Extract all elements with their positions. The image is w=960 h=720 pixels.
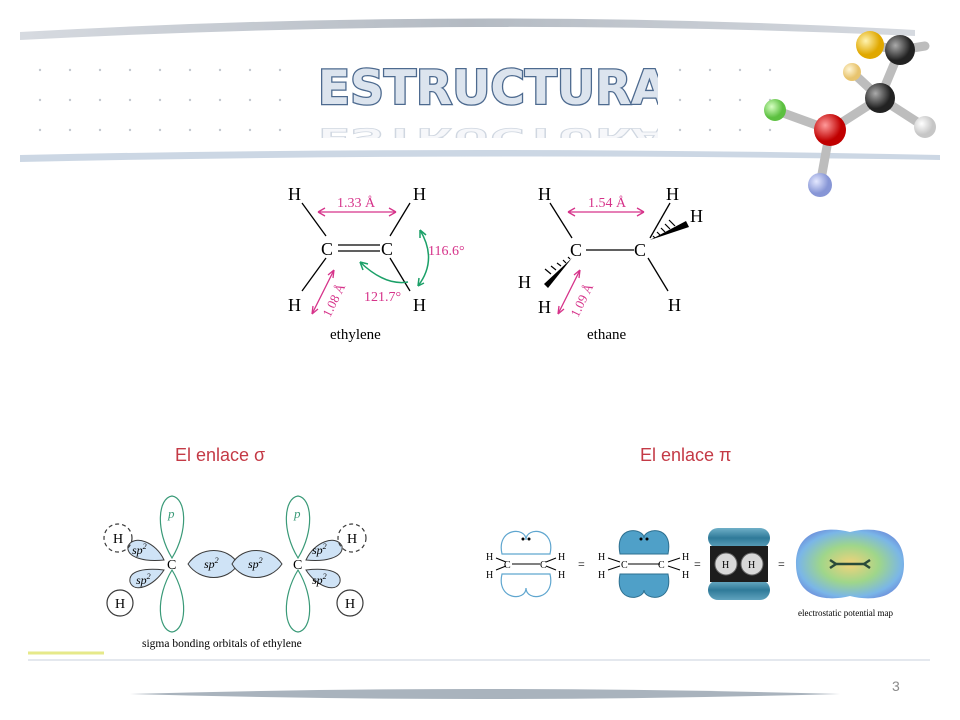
svg-text:sp2: sp2	[136, 572, 151, 587]
svg-text:H: H	[666, 184, 679, 204]
svg-text:H: H	[486, 552, 493, 563]
svg-text:H: H	[558, 570, 565, 581]
svg-text:sigma bonding orbitals of ethy: sigma bonding orbitals of ethylene	[142, 638, 302, 650]
svg-text:H: H	[682, 552, 689, 563]
header-decoration	[20, 18, 940, 197]
svg-text:H: H	[518, 272, 531, 292]
svg-text:H: H	[288, 295, 301, 315]
ethylene-structure: H H H H C C 1.33 Å 1.08 Å 116.6° 121.7°	[288, 184, 465, 319]
svg-text:C: C	[293, 558, 302, 573]
svg-text:C: C	[634, 240, 646, 260]
footer-decoration	[28, 651, 930, 699]
svg-text:H: H	[413, 295, 426, 315]
svg-text:H: H	[538, 184, 551, 204]
svg-text:H: H	[486, 570, 493, 581]
svg-text:H: H	[288, 184, 301, 204]
svg-text:H: H	[668, 295, 681, 315]
svg-text:1.33 Å: 1.33 Å	[337, 195, 376, 211]
svg-text:p: p	[293, 506, 301, 521]
svg-text:ESTRUCTURA: ESTRUCTURA	[318, 61, 658, 116]
svg-text:C: C	[621, 560, 628, 571]
svg-text:C: C	[321, 239, 333, 259]
svg-text:H: H	[598, 552, 605, 563]
svg-text:C: C	[167, 558, 176, 573]
svg-text:H: H	[558, 552, 565, 563]
sigma-bond-label: El enlace σ	[175, 445, 266, 465]
svg-text:H: H	[538, 297, 551, 317]
electrostatic-potential-map	[796, 529, 904, 599]
ethylene-caption: ethylene	[330, 327, 381, 343]
svg-text:sp2: sp2	[312, 572, 327, 587]
svg-text:=: =	[778, 557, 785, 571]
svg-text:116.6°: 116.6°	[428, 244, 465, 259]
pi-bond-label: El enlace π	[640, 445, 732, 465]
svg-text:C: C	[504, 560, 511, 571]
slide-title: ESTRUCTURA ESTRUCTURA	[318, 60, 658, 138]
svg-text:H: H	[347, 532, 357, 547]
svg-text:H: H	[682, 570, 689, 581]
svg-text:C: C	[540, 560, 547, 571]
svg-text:C: C	[381, 239, 393, 259]
svg-text:sp2: sp2	[204, 556, 219, 571]
svg-text:H: H	[598, 570, 605, 581]
svg-text:sp2: sp2	[248, 556, 263, 571]
svg-text:sp2: sp2	[132, 542, 147, 557]
svg-text:H: H	[113, 532, 123, 547]
ethane-caption: ethane	[587, 327, 627, 343]
svg-text:1.54 Å: 1.54 Å	[588, 195, 627, 211]
page-number: 3	[892, 678, 900, 694]
svg-text:=: =	[694, 557, 701, 571]
svg-text:H: H	[722, 560, 729, 571]
ethane-structure: H H H H H H C C 1.54 Å 1.09 Å	[518, 184, 703, 319]
svg-text:C: C	[570, 240, 582, 260]
svg-text:C: C	[658, 560, 665, 571]
svg-text:=: =	[578, 557, 585, 571]
svg-text:H: H	[413, 184, 426, 204]
svg-text:121.7°: 121.7°	[364, 290, 401, 305]
svg-text:H: H	[345, 597, 355, 612]
svg-text:electrostatic potential map: electrostatic potential map	[798, 608, 893, 618]
molecule-model-icon	[764, 31, 936, 197]
svg-text:H: H	[748, 560, 755, 571]
svg-text:1.08 Å: 1.08 Å	[319, 280, 348, 319]
sigma-orbitals-figure: H H H H C C p p sp2 sp2 sp2 sp2 sp2 sp2 …	[103, 495, 367, 650]
svg-text:sp2: sp2	[312, 542, 327, 557]
svg-text:ESTRUCTURA: ESTRUCTURA	[318, 123, 658, 138]
svg-text:H: H	[115, 597, 125, 612]
svg-text:p: p	[167, 506, 175, 521]
svg-text:H: H	[690, 206, 703, 226]
